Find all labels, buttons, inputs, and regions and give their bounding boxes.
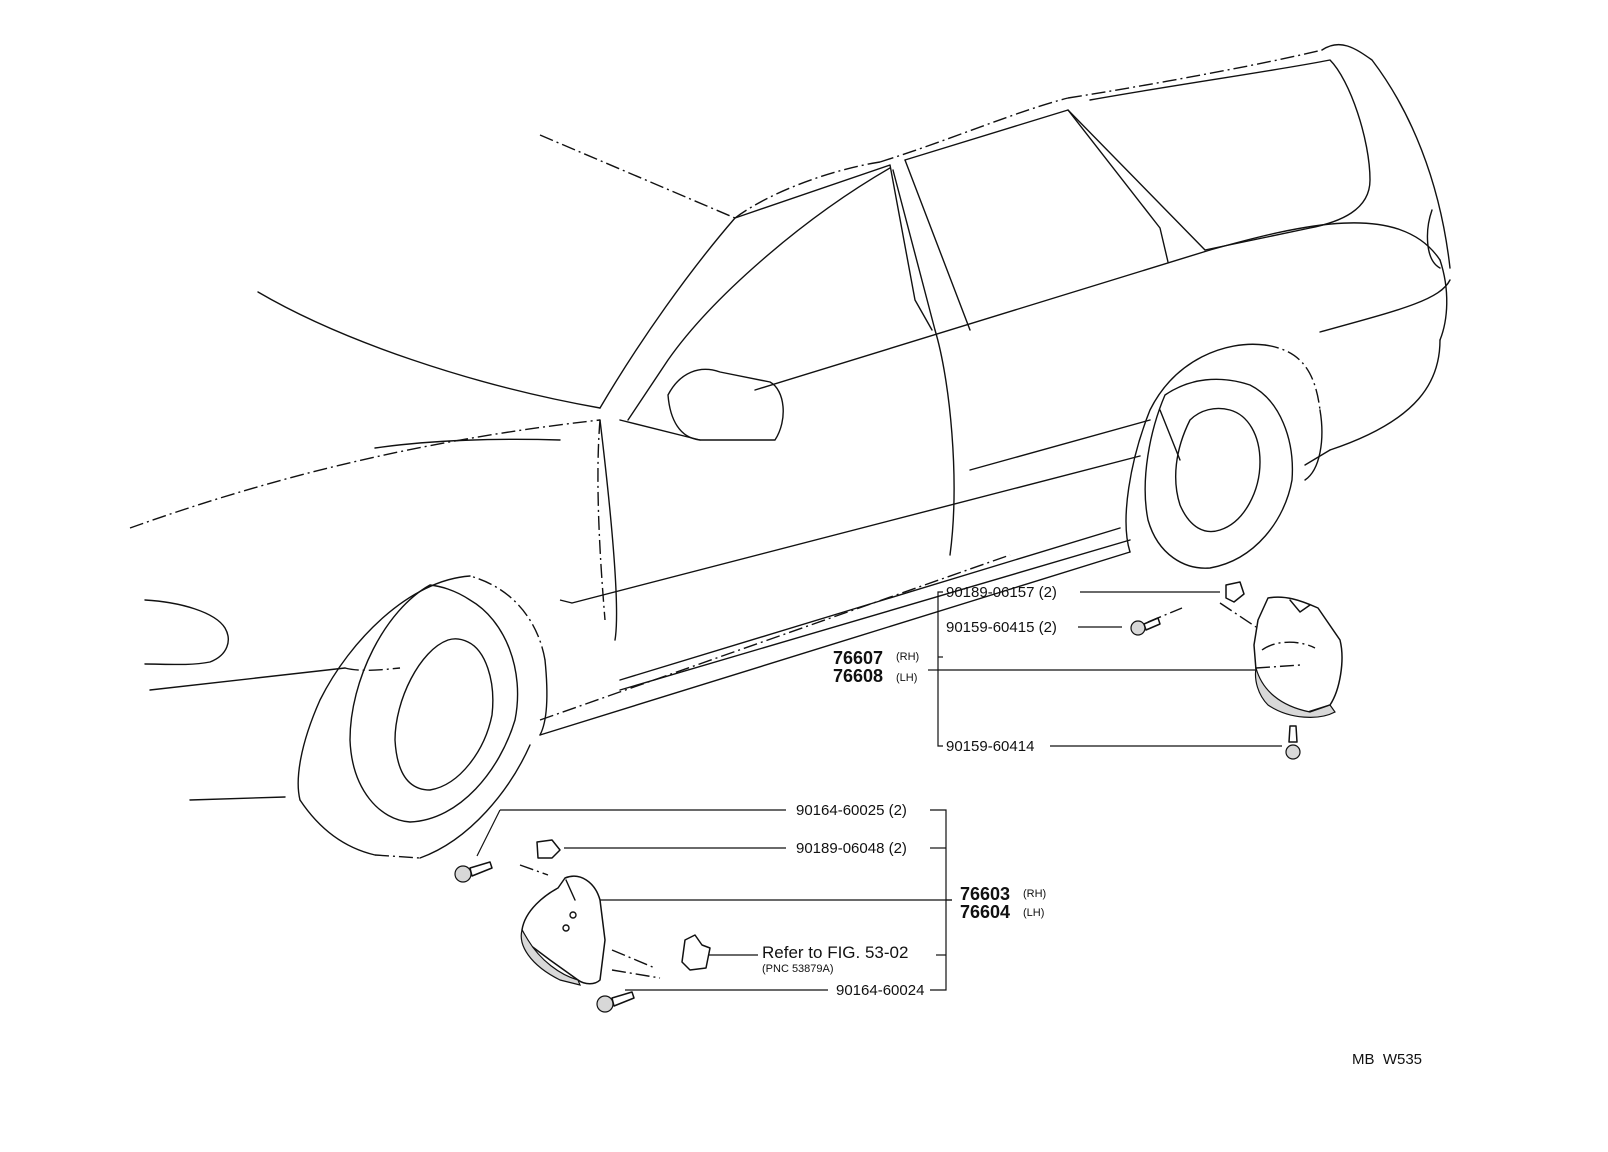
rear-bottom-screw-icon [1285, 725, 1301, 760]
front-screw-icon [454, 861, 493, 883]
front-mudguard-rh-number: 76603 [960, 884, 1010, 904]
figure-code: MB W535 [1352, 1051, 1422, 1068]
front-screw-label: 90164-60025 (2) [796, 802, 907, 819]
front-mudguard-icon [520, 875, 606, 986]
front-mudguard-group: 90164-60025 (2) 90189-06048 (2) 76603 (R… [454, 802, 1046, 1013]
rear-mudguard-rh-number: 76607 [833, 648, 883, 668]
rear-mudguard-group: 90189-06157 (2) 90159-60415 (2) 76607 (R… [833, 581, 1343, 760]
front-mudguard-rh-side: (RH) [1023, 888, 1046, 900]
front-ref-label: Refer to FIG. 53-02 [762, 943, 908, 962]
front-mudguard-lh-side: (LH) [1023, 907, 1044, 919]
front-bottom-screw-icon [596, 991, 635, 1013]
rear-mudguard-rh-side: (RH) [896, 651, 919, 663]
front-bottom-screw-label: 90164-60024 [836, 982, 924, 999]
rear-bottom-screw-label: 90159-60414 [946, 738, 1034, 755]
rear-clip-icon [1225, 581, 1245, 603]
front-clip-label: 90189-06048 (2) [796, 840, 907, 857]
rear-clip-label: 90189-06157 (2) [946, 584, 1057, 601]
front-clip-icon [536, 839, 561, 859]
rear-mudguard-lh-number: 76608 [833, 666, 883, 686]
car-outline [129, 44, 1451, 859]
rear-screw-label: 90159-60415 (2) [946, 619, 1057, 636]
front-ref-sub-label: (PNC 53879A) [762, 963, 834, 975]
rear-mudguard-lh-side: (LH) [896, 672, 917, 684]
rear-screw-icon [1130, 617, 1161, 636]
front-mudguard-lh-number: 76604 [960, 902, 1010, 922]
front-bracket-icon [681, 934, 711, 971]
rear-mudguard-icon [1253, 596, 1343, 718]
